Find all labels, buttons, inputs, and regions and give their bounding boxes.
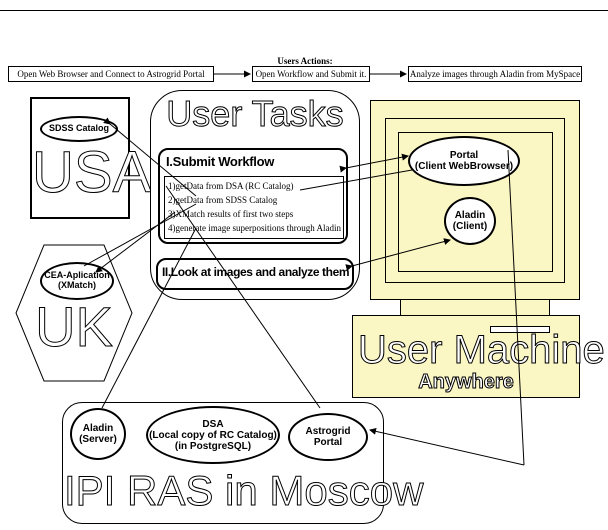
anywhere-label: Anywhere xyxy=(418,371,515,394)
flow-step-2: Open Workflow and Submit it. xyxy=(252,66,370,82)
portal-to-astrogrid-arrow xyxy=(369,427,525,466)
user-machine-label: User Machine xyxy=(358,328,606,373)
user-tasks-title: User Tasks xyxy=(166,93,344,135)
usa-label: USA xyxy=(32,140,152,206)
cea-line1: CEA-Aplication xyxy=(44,270,110,281)
flow-step-1: Open Web Browser and Connect to Astrogri… xyxy=(8,66,214,82)
astrogrid-line2: Portal xyxy=(313,437,343,448)
users-actions-title: Users Actions: xyxy=(277,56,333,66)
top-divider xyxy=(0,10,608,11)
sdss-catalog-label: SDSS Catalog xyxy=(48,123,109,134)
monitor-bezel xyxy=(385,118,565,283)
aladin-server-line2: (Server) xyxy=(79,434,117,445)
portal-client-line1: Portal xyxy=(449,150,479,161)
cea-line2: (XMatch) xyxy=(57,280,96,290)
workflow-step-4: 4)generate image superpositions through … xyxy=(168,223,341,233)
portal-client-line2: (Client WebBrowser) xyxy=(414,161,514,172)
submit-workflow-title: I.Submit Workflow xyxy=(166,154,275,169)
monitor-stand xyxy=(400,300,550,316)
workflow-step-2: 2)getData from SDSS Catalog xyxy=(168,195,278,205)
dsa-line1: DSA xyxy=(202,418,224,430)
flow-step-3: Analyze images through Aladin from MySpa… xyxy=(408,66,582,82)
workflow-step-1: 1)getData from DSA (RC Catalog) xyxy=(168,181,294,191)
workflow-steps-list: 1)getData from DSA (RC Catalog) 2)getDat… xyxy=(164,176,344,239)
dsa-line2: (Local copy of RC Catalog) xyxy=(149,429,277,441)
dsa-node: DSA(Local copy of RC Catalog)(in Postgre… xyxy=(146,406,280,464)
moscow-label: IPI RAS in Moscow xyxy=(64,467,424,515)
astrogrid-line1: Astrogrid xyxy=(305,426,351,437)
aladin-server-node: Aladin(Server) xyxy=(70,408,126,460)
aladin-server-line1: Aladin xyxy=(82,423,114,434)
workflow-step-3: 3)XMatch results of first two steps xyxy=(168,209,294,219)
aladin-client-line1: Aladin xyxy=(454,210,486,221)
aladin-client-line2: (Client) xyxy=(452,221,488,232)
portal-client-node: Portal(Client WebBrowser) xyxy=(408,136,520,186)
uk-label: UK xyxy=(35,295,114,359)
dsa-line3: (in PostgreSQL) xyxy=(174,440,252,452)
look-at-images-title: II.Look at images and analyze them xyxy=(162,265,350,279)
monitor-screen xyxy=(398,132,553,272)
aladin-client-node: Aladin(Client) xyxy=(444,197,496,245)
